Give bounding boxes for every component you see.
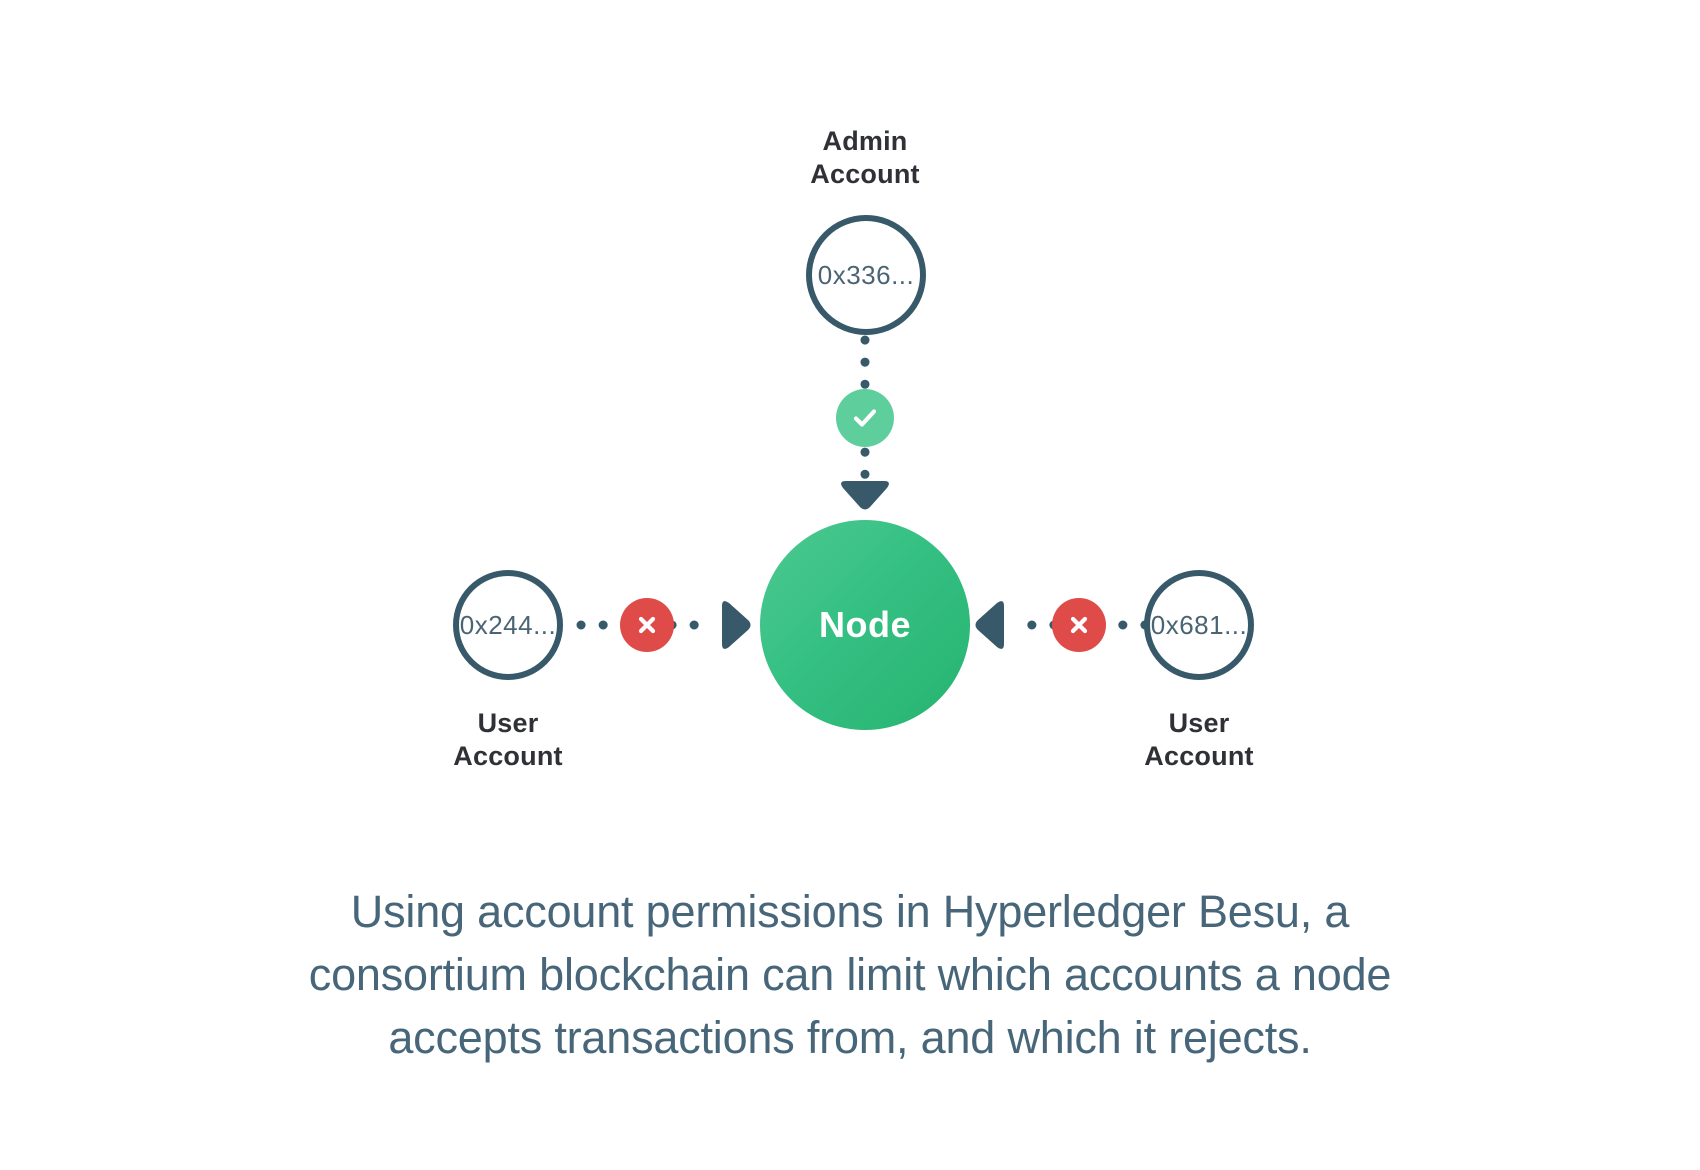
cross-icon xyxy=(1070,616,1088,634)
admin-account-node[interactable]: 0x336... xyxy=(806,215,926,335)
arrowhead-down-icon xyxy=(841,481,889,510)
connector-layer xyxy=(576,335,1150,649)
arrowhead-right-icon xyxy=(722,601,751,649)
user-right-account-address: 0x681... xyxy=(1150,609,1248,640)
cross-icon xyxy=(638,616,656,634)
user-left-account-address: 0x244... xyxy=(459,609,557,640)
caption-line-2: consortium blockchain can limit which ac… xyxy=(308,949,1392,1000)
caption-line-3: accepts transactions from, and which it … xyxy=(388,1012,1312,1063)
user-left-permission-badge[interactable] xyxy=(620,598,674,652)
connector-admin-node xyxy=(841,335,889,510)
arrowhead-left-icon xyxy=(975,601,1004,649)
connector-user-left-node xyxy=(576,601,751,649)
user-left-account-node[interactable]: 0x244... xyxy=(453,570,563,680)
user-right-account-label: User Account xyxy=(1144,708,1254,771)
central-node[interactable]: Node xyxy=(760,520,970,730)
admin-account-address: 0x336... xyxy=(817,259,915,290)
central-node-label: Node xyxy=(819,604,911,645)
caption: Using account permissions in Hyperledger… xyxy=(0,880,1700,1069)
admin-account-label: Admin Account xyxy=(810,126,920,189)
user-left-account-label: User Account xyxy=(453,708,563,771)
user-right-permission-badge[interactable] xyxy=(1052,598,1106,652)
user-right-account-node[interactable]: 0x681... xyxy=(1144,570,1254,680)
check-icon xyxy=(853,409,877,427)
admin-permission-badge[interactable] xyxy=(836,389,894,447)
connector-user-right-node xyxy=(975,601,1150,649)
permissions-diagram: Admin Account 0x336... Node 0x244... Use… xyxy=(453,126,1254,771)
caption-line-1: Using account permissions in Hyperledger… xyxy=(350,886,1350,937)
